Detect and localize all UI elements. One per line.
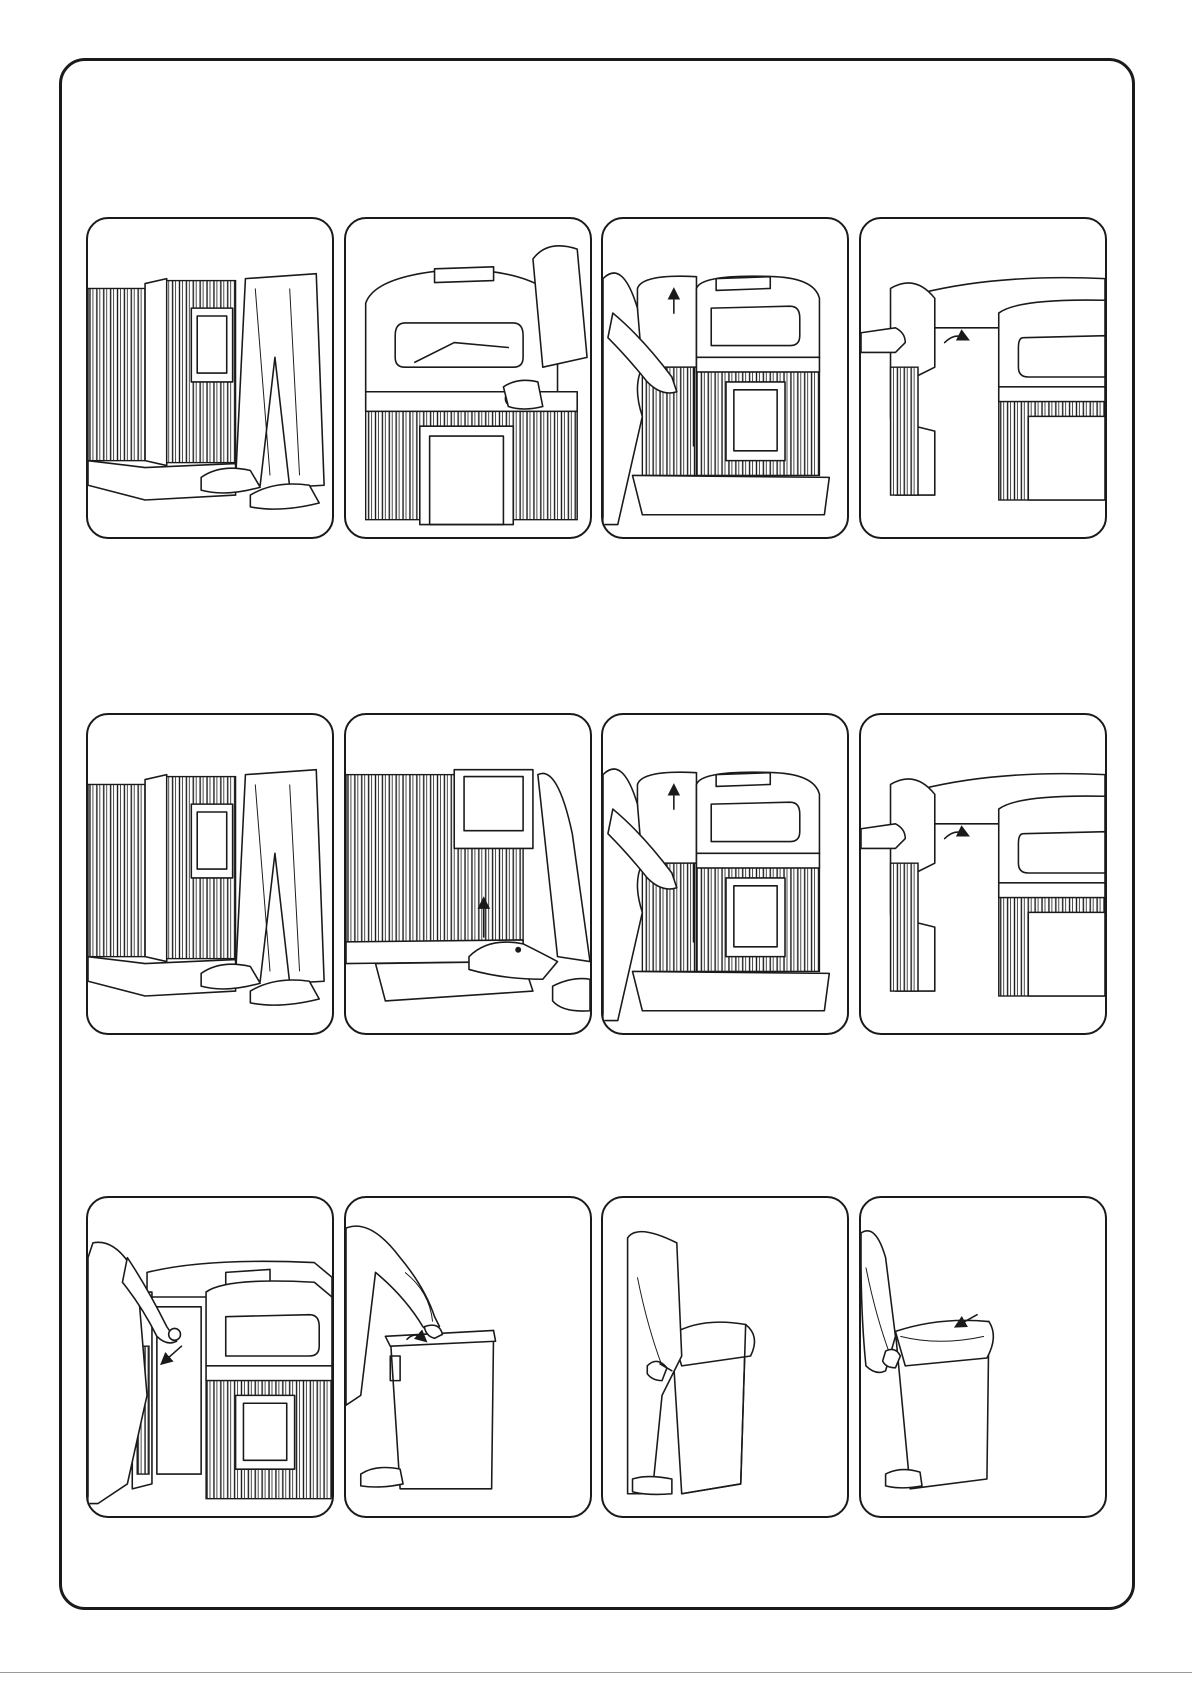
instruction-sheet-frame	[59, 58, 1135, 1610]
swing-door-open-arrow-icon	[861, 219, 1105, 537]
step-panel-swing-door	[859, 217, 1107, 539]
step-panel-foot-pedal	[86, 217, 334, 539]
step-panel-pull-liner	[86, 1196, 334, 1518]
lift-side-panel-arrow-icon	[603, 715, 847, 1033]
step-panel-kick-lever	[344, 713, 592, 1035]
foot-pedal-press-icon	[88, 715, 332, 1033]
release-bag-clip-icon	[346, 1198, 590, 1516]
step-panel-lift-side	[601, 217, 849, 539]
kick-lever-up-arrow-icon	[346, 715, 590, 1033]
step-panel-release-bag	[344, 1196, 592, 1518]
step-panel-foot-pedal-2	[86, 713, 334, 1035]
step-panel-lift-bin	[601, 1196, 849, 1518]
unlock-knob-turn-icon	[346, 219, 590, 537]
swing-door-open-arrow-icon	[861, 715, 1105, 1033]
step-panel-unlock-knob	[344, 217, 592, 539]
fit-new-bag-arrow-icon	[861, 1198, 1105, 1516]
step-panel-fit-bag	[859, 1196, 1107, 1518]
pull-liner-out-arrow-icon	[88, 1198, 332, 1516]
step-panel-lift-side-2	[601, 713, 849, 1035]
lift-liner-bin-icon	[603, 1198, 847, 1516]
page-bottom-rule	[0, 1672, 1192, 1673]
foot-pedal-press-icon	[88, 219, 332, 537]
step-panel-swing-door-2	[859, 713, 1107, 1035]
lift-side-panel-arrow-icon	[603, 219, 847, 537]
